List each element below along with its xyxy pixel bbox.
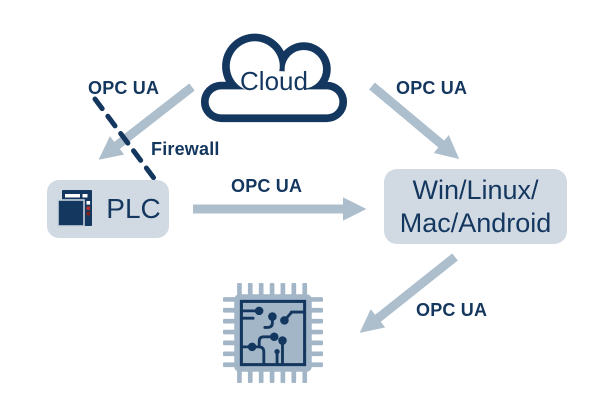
platform-node: Win/Linux/ Mac/Android bbox=[384, 169, 567, 244]
cloud-node-label: Cloud bbox=[240, 66, 308, 96]
opc-ua-label-plc-to-platform: OPC UA bbox=[231, 176, 303, 196]
firewall-label: Firewall bbox=[151, 139, 220, 159]
opc-ua-label-platform-to-embedded: OPC UA bbox=[416, 300, 488, 320]
platform-node-label-line2: Mac/Android bbox=[399, 207, 552, 238]
arrow-cloud-to-platform bbox=[369, 82, 460, 160]
plc-node: PLC bbox=[47, 180, 169, 238]
plc-node-label: PLC bbox=[106, 193, 161, 224]
opc-ua-label-cloud-to-plc: OPC UA bbox=[88, 78, 160, 98]
microchip-icon bbox=[223, 283, 323, 383]
arrow-platform-to-embedded bbox=[359, 253, 458, 333]
firewall-dashed-line bbox=[92, 96, 165, 192]
cloud-icon bbox=[200, 33, 348, 123]
plc-device-icon bbox=[57, 190, 93, 227]
arrow-cloud-to-plc bbox=[98, 83, 195, 160]
platform-node-label-line1: Win/Linux/ bbox=[412, 174, 539, 205]
opc-ua-label-cloud-to-platform: OPC UA bbox=[396, 78, 468, 98]
